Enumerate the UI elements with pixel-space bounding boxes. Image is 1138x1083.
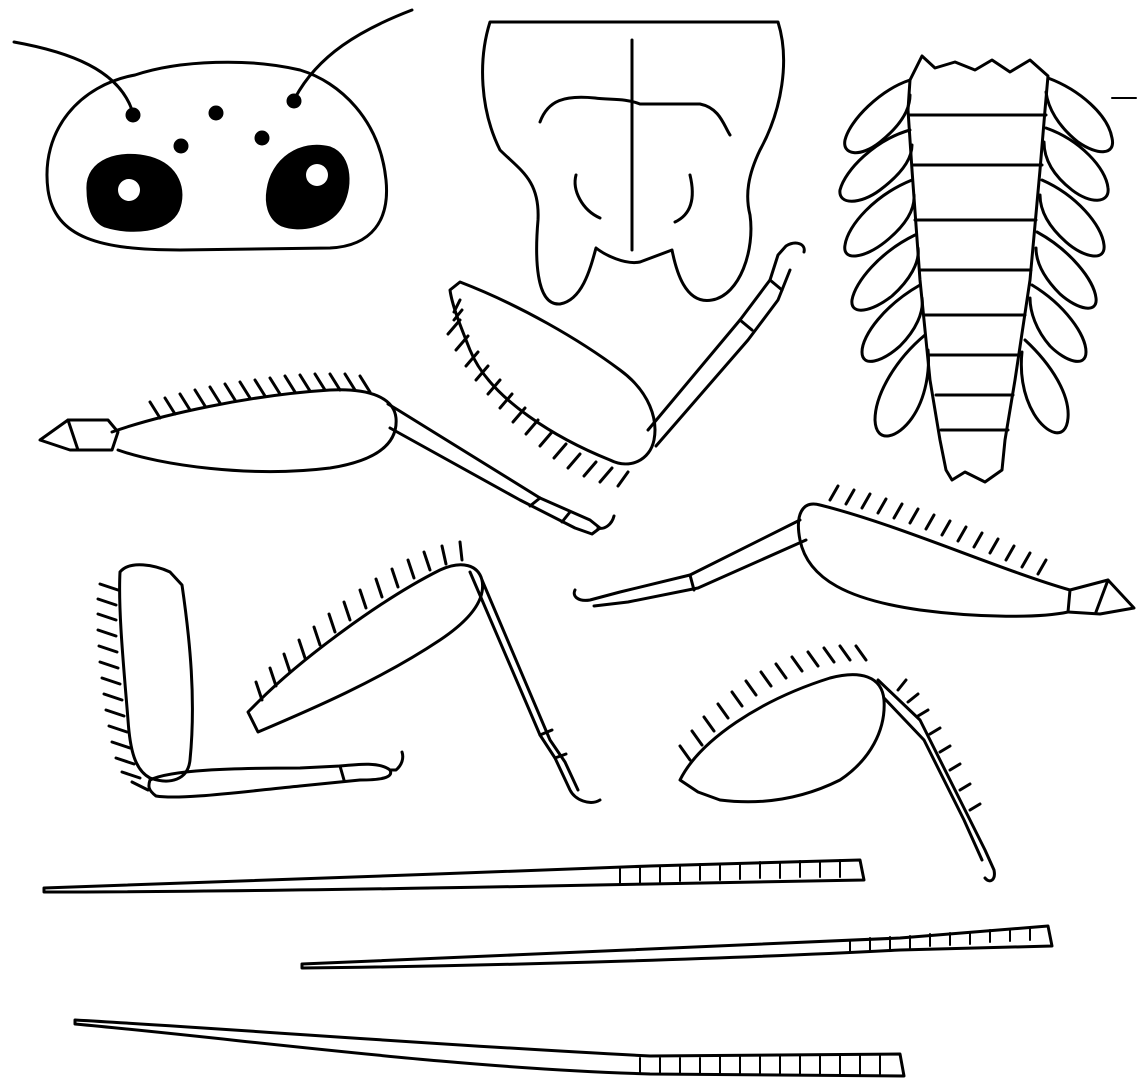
abdomen-with-gills — [840, 56, 1113, 482]
cercus-1 — [44, 860, 864, 892]
head-dorsal-view — [14, 10, 412, 250]
midleg-2 — [248, 542, 600, 802]
foreleg-1 — [40, 374, 614, 534]
foreleg-2 — [448, 243, 804, 486]
midleg-1 — [98, 565, 403, 797]
prothorax-plate — [483, 22, 784, 304]
hindleg-2 — [680, 646, 994, 881]
cercus-3 — [75, 1020, 904, 1076]
hindleg-1 — [574, 486, 1134, 616]
cercus-2 — [302, 926, 1052, 968]
